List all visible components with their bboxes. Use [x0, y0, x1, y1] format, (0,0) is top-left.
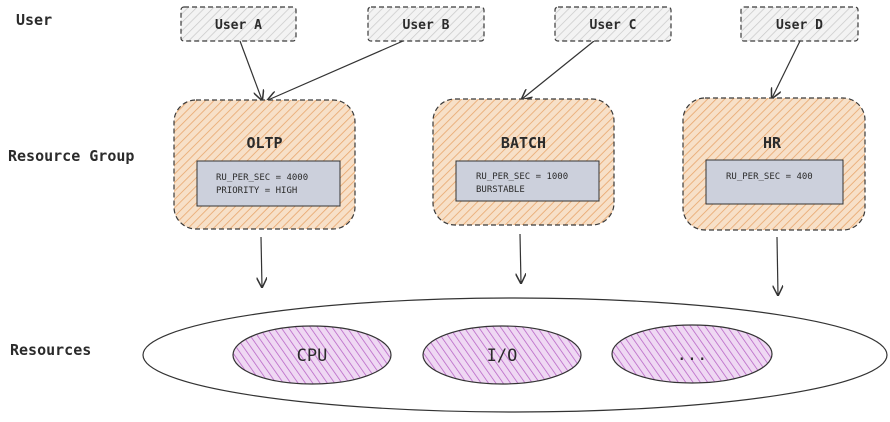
row-label-user: User [16, 11, 52, 29]
user-label: User D [776, 18, 823, 33]
config-line: RU_PER_SEC = 1000 [476, 172, 568, 182]
user-label: User C [590, 18, 637, 33]
config-line: RU_PER_SEC = 4000 [216, 173, 308, 183]
edge-hr-resources [777, 236, 778, 295]
edge-oltp-resources [261, 236, 262, 287]
resource-more: ... [611, 324, 773, 384]
resource-io: I/O [422, 325, 582, 385]
config-box [196, 160, 341, 207]
resource-group-hr: HR RU_PER_SEC = 400 [682, 97, 866, 231]
group-title: HR [763, 134, 782, 152]
resources-pool: CPU I/O ... [142, 297, 888, 413]
edge-user-d-hr [772, 40, 801, 98]
user-box-d: User D [740, 6, 859, 42]
edge-user-b-oltp [268, 40, 404, 100]
resource-group-batch: BATCH RU_PER_SEC = 1000 BURSTABLE [432, 98, 615, 226]
user-box-c: User C [554, 6, 672, 42]
row-label-resources: Resources [10, 341, 91, 359]
user-label: User B [403, 18, 450, 33]
user-group-edges [239, 40, 801, 100]
row-label-resource-group: Resource Group [8, 147, 134, 165]
edge-batch-resources [520, 233, 521, 283]
resource-label: I/O [487, 346, 518, 366]
group-title: OLTP [246, 134, 282, 152]
user-label: User A [215, 18, 262, 33]
resource-label: ... [677, 345, 708, 365]
edge-user-a-oltp [239, 40, 262, 100]
resource-cpu: CPU [232, 325, 392, 385]
config-line: RU_PER_SEC = 400 [726, 172, 813, 182]
config-line: PRIORITY = HIGH [216, 186, 297, 196]
resource-group-oltp: OLTP RU_PER_SEC = 4000 PRIORITY = HIGH [173, 99, 356, 230]
group-resource-edges [261, 233, 778, 295]
config-box [455, 160, 600, 202]
edge-user-c-batch [522, 40, 595, 99]
config-line: BURSTABLE [476, 185, 525, 195]
user-box-a: User A [180, 6, 297, 42]
group-title: BATCH [501, 134, 546, 152]
user-box-b: User B [367, 6, 485, 42]
config-box [705, 159, 844, 205]
resource-label: CPU [297, 346, 328, 366]
